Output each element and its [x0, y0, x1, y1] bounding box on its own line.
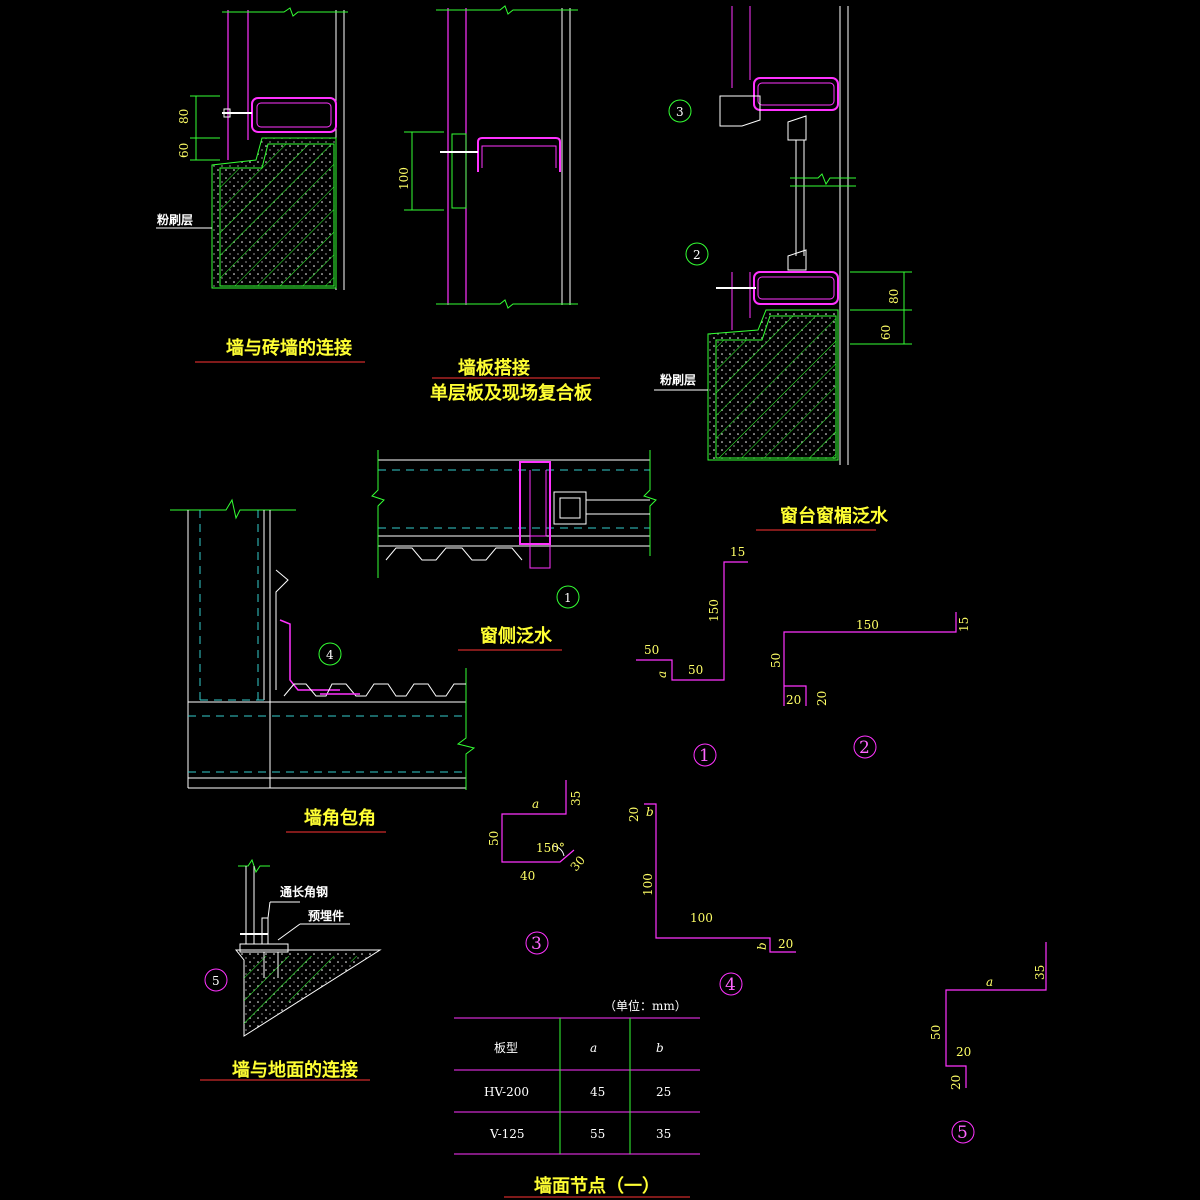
plaster-label-2: 粉刷层 [660, 372, 696, 387]
callout-2: 2 [693, 248, 701, 262]
detail-side-flashing: 1 窗侧泛水 [371, 450, 657, 651]
dim-60-b: 60 [879, 325, 893, 340]
plaster-label-1: 粉刷层 [157, 212, 193, 227]
p1-dim-50a: 50 [644, 643, 659, 657]
profile-2: 150 15 50 20 20 2 [769, 612, 971, 759]
p3-dim-40: 40 [520, 869, 535, 883]
p5-dim-20a: 20 [956, 1045, 971, 1059]
p2-dim-50: 50 [769, 653, 783, 668]
dim-80-a: 80 [177, 109, 191, 124]
title-brick-wall: 墙与砖墙的连接 [226, 337, 352, 359]
title-corner: 墙角包角 [304, 807, 376, 829]
callout-1: 1 [564, 591, 572, 605]
table-cell: V-125 [489, 1127, 525, 1141]
table-header-a: a [590, 1041, 597, 1055]
table-cell: 25 [656, 1085, 671, 1099]
callout-3: 3 [676, 105, 684, 119]
p2-dim-20a: 20 [786, 693, 801, 707]
p5-dim-20b: 20 [949, 1075, 963, 1090]
title-sill-flashing: 窗台窗楣泛水 [780, 505, 889, 527]
p5-dim-a: a [986, 975, 993, 989]
table-cell: HV-200 [484, 1085, 529, 1099]
table-header-b: b [656, 1041, 664, 1055]
p1-dim-150: 150 [707, 599, 721, 622]
profile-4: 20 b 100 100 b 20 4 [627, 803, 796, 996]
profile-3: a 35 50 150° 30 40 3 [487, 780, 589, 955]
dim-100: 100 [397, 167, 411, 190]
profile-callout-2: 2 [859, 738, 870, 758]
profile-5: a 35 50 20 20 5 [929, 942, 1047, 1144]
profile-callout-5: 5 [957, 1123, 968, 1143]
detail-panel-lap: 100 墙板搭接 单层板及现场复合板 [397, 5, 600, 404]
p3-dim-a: a [532, 797, 539, 811]
p4-dim-20: 20 [627, 807, 641, 822]
p2-dim-15: 15 [957, 617, 971, 632]
table-cell: 35 [656, 1127, 671, 1141]
p2-dim-150: 150 [856, 618, 879, 632]
title-panel-lap: 墙板搭接 [458, 357, 530, 379]
panel-type-table: （单位：mm） 板型 a b HV-200 45 25 V-125 55 35 … [454, 998, 700, 1198]
detail-brick-wall: 80 60 粉刷层 墙与砖墙的连接 [156, 7, 365, 363]
p3-dim-35: 35 [569, 791, 583, 806]
p4-dim-20b: 20 [778, 937, 793, 951]
p5-dim-35: 35 [1033, 965, 1047, 980]
sheet-title: 墙面节点（一） [534, 1175, 660, 1197]
dim-80-b: 80 [887, 289, 901, 304]
profile-callout-4: 4 [725, 975, 736, 995]
table-cell: 45 [590, 1085, 605, 1099]
p4-dim-100a: 100 [641, 873, 655, 896]
p1-dim-50b: 50 [688, 663, 703, 677]
embedded-label: 预埋件 [308, 908, 344, 923]
detail-corner: 4 墙角包角 [170, 498, 476, 833]
p1-dim-a: a [655, 671, 669, 678]
profile-1: 15 150 50 50 a 1 [636, 545, 748, 767]
p3-dim-50: 50 [487, 831, 501, 846]
title-ground: 墙与地面的连接 [232, 1059, 358, 1081]
p3-dim-30: 30 [568, 853, 589, 874]
p5-dim-50: 50 [929, 1025, 943, 1040]
dim-60-a: 60 [177, 143, 191, 158]
profile-callout-3: 3 [531, 934, 542, 954]
table-header-type: 板型 [494, 1041, 518, 1055]
table-unit: （单位：mm） [604, 998, 687, 1013]
p1-dim-15: 15 [730, 545, 745, 559]
callout-5: 5 [212, 974, 220, 988]
profile-callout-1: 1 [699, 746, 710, 766]
p4-dim-b: b [646, 805, 654, 819]
p3-dim-150: 150° [536, 841, 565, 855]
table-cell: 55 [590, 1127, 605, 1141]
detail-sill-flashing: 80 60 粉刷层 3 2 窗台窗楣泛水 [654, 6, 912, 531]
p2-dim-20b: 20 [815, 691, 829, 706]
title-side-flashing: 窗侧泛水 [480, 625, 553, 647]
detail-ground: 通长角钢 预埋件 5 墙与地面的连接 [200, 858, 382, 1081]
p4-dim-b2: b [755, 942, 769, 950]
angle-steel-label: 通长角钢 [280, 884, 328, 899]
p4-dim-100b: 100 [690, 911, 713, 925]
title-panel-lap-sub: 单层板及现场复合板 [430, 382, 593, 404]
callout-4: 4 [326, 648, 334, 662]
